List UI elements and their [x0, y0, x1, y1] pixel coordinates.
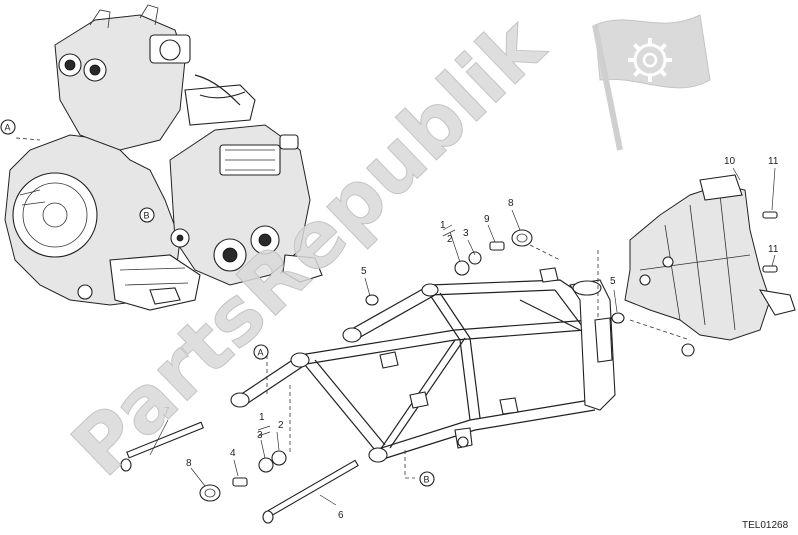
circle-labels: A B A B — [0, 119, 435, 487]
bolt-7 — [120, 421, 205, 472]
callout-5-right: 5 — [610, 276, 616, 287]
rear-bracket-assembly — [624, 174, 796, 357]
svg-text:A: A — [258, 348, 264, 358]
callout-10: 10 — [724, 156, 736, 167]
callout-1-lower: 1 — [259, 412, 265, 423]
circle-label-b-bottom: B — [419, 471, 435, 487]
gear-flag-icon — [592, 14, 711, 151]
callout-3-upper: 3 — [463, 228, 469, 239]
svg-text:B: B — [144, 211, 150, 221]
diagram-reference-code: TEL01268 — [742, 520, 789, 531]
callout-6: 6 — [338, 510, 344, 521]
callout-8-lower: 8 — [186, 458, 192, 469]
svg-text:B: B — [424, 475, 430, 485]
callout-7: 7 — [164, 406, 170, 417]
callout-2-lower: 2 — [278, 420, 284, 431]
bolt-6 — [262, 459, 359, 524]
callout-11-upper: 11 — [768, 156, 779, 167]
frame-assembly — [230, 267, 616, 463]
circle-label-b-engine: B — [139, 207, 155, 223]
callout-11-lower: 11 — [768, 244, 779, 255]
engine-assembly — [4, 4, 323, 311]
callout-1-upper: 1 — [440, 220, 446, 231]
callout-5-left: 5 — [361, 266, 367, 277]
callout-2-upper: 2 — [447, 234, 453, 245]
callout-4-lower: 4 — [230, 448, 236, 459]
callout-3-lower: 3 — [257, 430, 263, 441]
callout-8-upper: 8 — [508, 198, 514, 209]
svg-text:A: A — [5, 123, 11, 133]
callout-9: 9 — [484, 214, 490, 225]
circle-label-a-left: A — [0, 119, 16, 135]
leader-lines — [149, 167, 776, 506]
circle-label-a-mid: A — [253, 344, 269, 360]
callout-numbers: 1 2 3 9 8 5 5 10 11 11 7 8 4 1 3 2 4 6 — [164, 156, 779, 521]
hardware-parts — [120, 211, 778, 524]
